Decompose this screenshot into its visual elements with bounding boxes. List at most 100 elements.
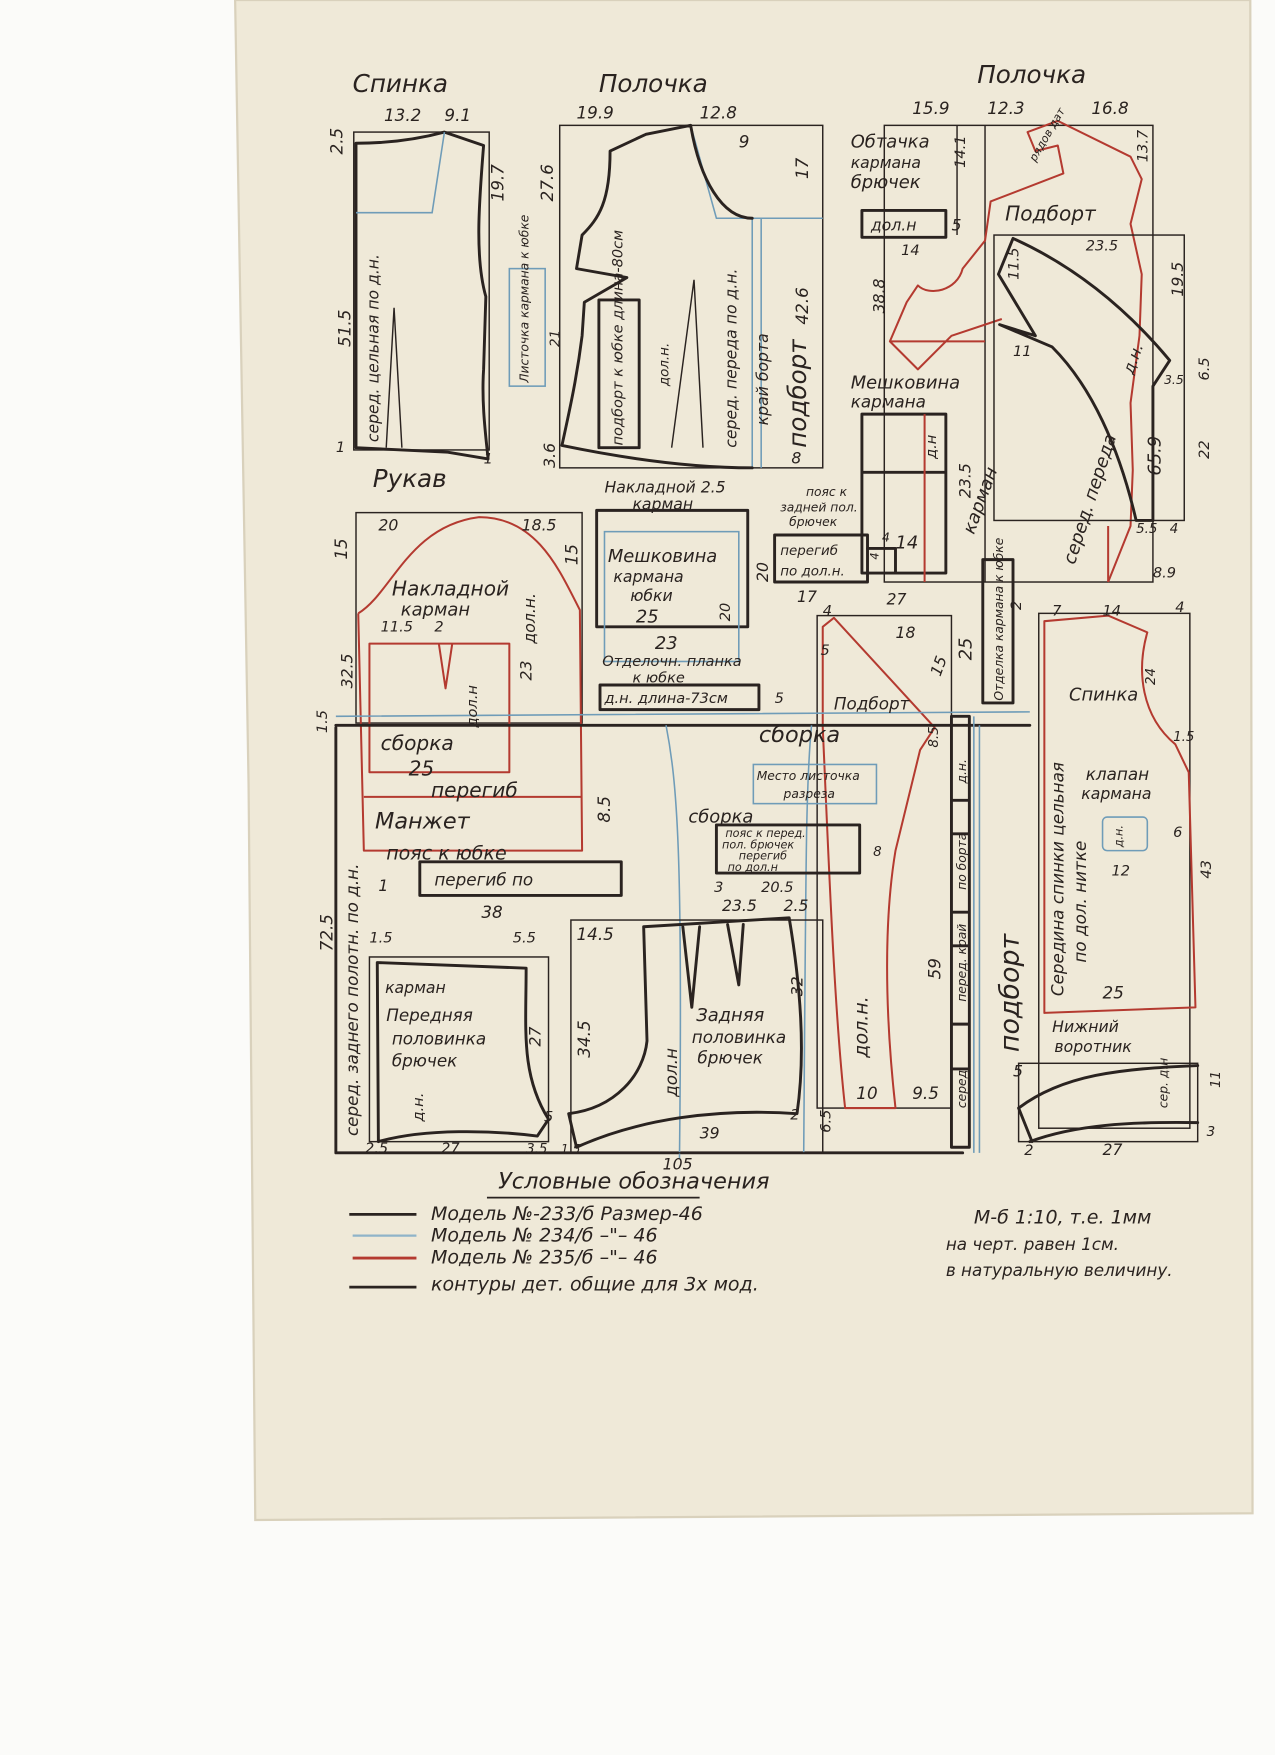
piece-label: Накладной 2.5 — [604, 477, 725, 496]
dimension-label: 18 — [895, 623, 915, 642]
piece-label: д.н — [923, 435, 940, 460]
dimension-label: 2 — [1024, 1142, 1033, 1159]
dimension-label: 32 — [788, 976, 807, 996]
piece-label: сборка — [759, 722, 840, 748]
piece-label: Нижний — [1052, 1017, 1119, 1036]
dimension-label: 8.5 — [594, 796, 614, 823]
piece-label: Подборт — [1005, 201, 1097, 225]
dimension-label: 72.5 — [317, 914, 337, 951]
piece-label: Накладной — [392, 576, 509, 600]
piece-label: пояс к — [806, 485, 848, 499]
dimension-label: 20 — [717, 603, 734, 622]
dimension-label: 3.5 — [1164, 373, 1184, 387]
piece-label: брючек — [697, 1047, 763, 1067]
dimension-label: 8.9 — [1153, 565, 1176, 582]
piece-label: половинка — [692, 1027, 786, 1047]
legend-title: Условные обозначения — [498, 1169, 769, 1195]
piece-label: дол.н. — [520, 593, 539, 645]
dimension-label: 2 — [434, 618, 443, 635]
dimension-label: 5 — [820, 642, 829, 659]
piece-label: Манжет — [375, 808, 471, 834]
title-polochka-right: Полочка — [977, 60, 1086, 89]
piece-label: перегиб — [431, 778, 518, 802]
piece-label: кармана — [1081, 784, 1151, 803]
legend-item-233: Модель №-233/б Размер-46 — [431, 1203, 703, 1225]
dimension-label: 23.5 — [1086, 238, 1118, 255]
dimension-label: 17 — [792, 157, 812, 179]
dimension-label: 27 — [441, 1140, 460, 1157]
pattern-outlines — [334, 119, 1200, 1289]
piece-label: разреза — [783, 787, 835, 801]
piece-label: сер. д.н — [1156, 1058, 1170, 1108]
piece-label: пояс к перед. — [725, 827, 805, 840]
dimension-label: 5.5 — [513, 929, 536, 946]
piece-label: Подборт — [834, 694, 911, 714]
piece-label: задней пол. — [780, 501, 857, 515]
piece-label: клапан — [1086, 764, 1149, 784]
dimension-label: 11.5 — [381, 618, 413, 635]
dimension-label: 19.5 — [1168, 262, 1187, 297]
piece-label: кармана — [851, 153, 921, 172]
dimension-label: 25 — [636, 606, 659, 627]
dimension-label: 34.5 — [574, 1020, 594, 1057]
dimension-label: 15 — [331, 538, 351, 559]
dimension-label: 3.6 — [540, 443, 559, 468]
dimension-label: 9.5 — [912, 1083, 939, 1103]
dimension-label: 20.5 — [761, 879, 793, 896]
dimension-label: 12.8 — [700, 103, 737, 123]
piece-label: д.н. — [410, 1093, 427, 1123]
dimension-label: 14 — [895, 532, 918, 553]
dimension-label: 1.5 — [369, 929, 392, 946]
piece-label: дол.н — [661, 1048, 681, 1098]
dimension-label: 9 — [739, 132, 750, 152]
dimension-label: 38 — [481, 902, 502, 922]
piece-label: по дол. нитке — [1070, 841, 1090, 963]
dimension-label: 51.5 — [334, 310, 354, 347]
piece-label: серед. заднего полотн. по д.н. — [342, 864, 362, 1137]
piece-label: дол.н — [870, 216, 917, 235]
piece-label: карман — [385, 978, 446, 997]
piece-label: пояс к юбке — [386, 843, 506, 865]
piece-label: Мешковина — [608, 546, 717, 567]
dimension-label: 2.5 — [327, 128, 347, 155]
dimension-label: 1.5 — [314, 710, 331, 733]
dimension-label: 12.3 — [987, 98, 1024, 118]
dimension-label: 13.2 — [384, 105, 421, 125]
dimension-label: 59 — [924, 958, 944, 979]
piece-label: юбки — [630, 586, 672, 605]
piece-label: дол.н. — [851, 996, 873, 1058]
dimension-label: 25 — [1103, 982, 1124, 1002]
scale-note: на черт. равен 1см. — [946, 1234, 1119, 1254]
dimension-label: 1 — [336, 439, 345, 456]
dimension-label: 8 — [791, 448, 801, 467]
piece-label: Спинка — [1069, 685, 1138, 706]
piece-label: карман — [401, 600, 471, 621]
dimension-label: 23.5 — [955, 463, 974, 498]
dimension-label: 12 — [1112, 862, 1131, 879]
dimension-label: 7 — [1052, 603, 1062, 620]
dimension-label: 65.9 — [1145, 436, 1166, 476]
piece-label: брючек — [851, 172, 921, 193]
dimension-label: 2 — [1008, 601, 1025, 610]
piece-label: край борта — [753, 333, 772, 425]
title-sleeve: Рукав — [373, 464, 447, 493]
piece-label: брючек — [789, 515, 838, 529]
dimension-label: 6.5 — [1196, 357, 1213, 380]
piece-label: Отделка кармана к юбке — [992, 537, 1006, 700]
dimension-label: 23 — [655, 633, 678, 654]
piece-label: сборка — [381, 731, 454, 755]
piece-label: д.н. длина-73см — [603, 690, 727, 707]
piece-label: Место листочка — [757, 769, 860, 783]
dimension-label: 5 — [951, 216, 961, 235]
dimension-label: 42.6 — [792, 287, 812, 324]
piece-label: дол.н. — [657, 343, 672, 387]
dimension-label: 2.5 — [365, 1140, 388, 1157]
dimension-label: 2 — [790, 1106, 799, 1123]
piece-label: Отделочн. планка — [602, 653, 741, 670]
piece-label: воротник — [1054, 1037, 1132, 1056]
dimension-label: 32.5 — [338, 653, 357, 688]
dimension-label: 4 — [823, 603, 832, 620]
dimension-label: 23 — [517, 661, 536, 681]
piece-label: д.н. — [1113, 825, 1126, 848]
